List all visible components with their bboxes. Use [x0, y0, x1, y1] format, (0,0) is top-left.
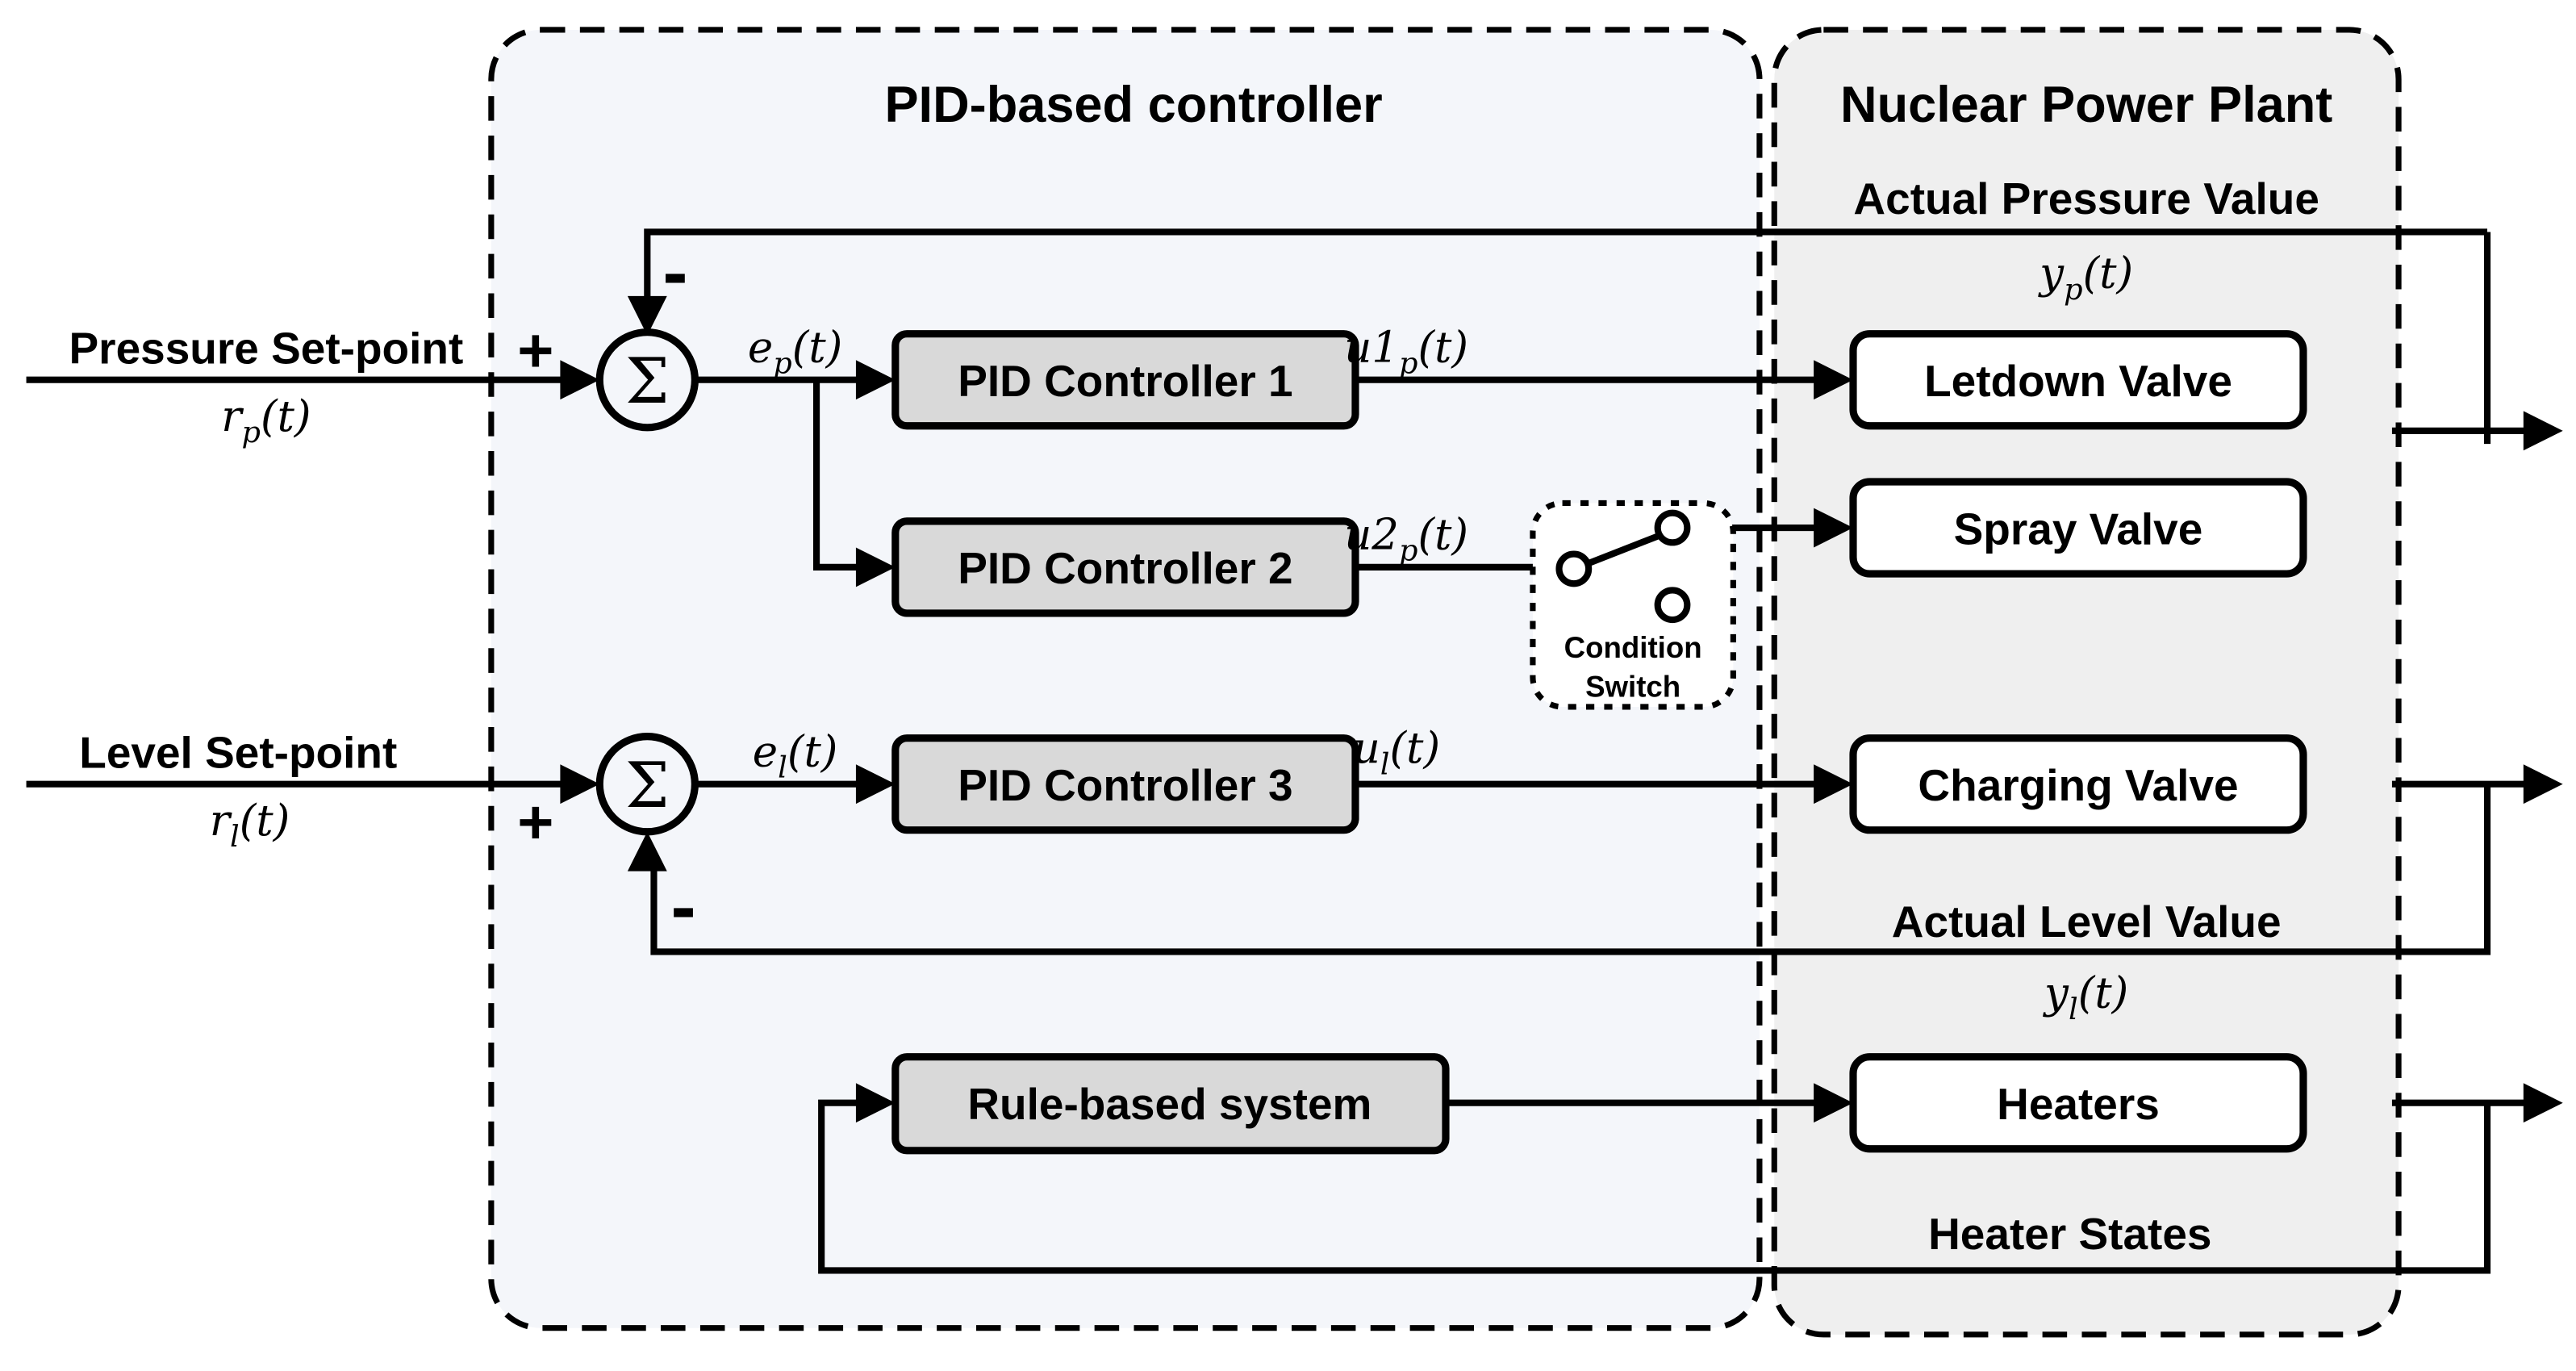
- u1p-signal-label: u1p(t): [1344, 323, 1468, 380]
- sigma-symbol-pressure: Σ: [625, 345, 670, 418]
- charging-rect: [1849, 734, 2307, 834]
- arrowhead-into-pid3: [855, 764, 896, 805]
- heaters-rect: [1849, 1053, 2307, 1153]
- charging-valve-block: Charging Valve: [1849, 734, 2307, 834]
- plus-sign-level: +: [517, 788, 553, 857]
- pid1-rect: [891, 330, 1359, 430]
- switch-arm: [1585, 531, 1664, 567]
- level-setpoint-label: Level Set-point: [79, 727, 397, 777]
- switch-upper-node: [1654, 509, 1691, 546]
- minus-sign-pressure: -: [662, 229, 687, 314]
- spray-label: Spray Valve: [1954, 504, 2203, 554]
- arrowhead-into-spray: [1814, 508, 1854, 548]
- controller-title: PID-based controller: [884, 77, 1382, 133]
- arrowhead-into-pid2: [855, 547, 896, 587]
- arrowhead-into-sum1: [560, 360, 600, 400]
- arrowhead-into-sum2: [560, 764, 600, 805]
- pid-controller-container: [488, 27, 1763, 1331]
- yp-signal-label: yp(t): [2038, 249, 2133, 307]
- yl-signal-label: yl(t): [2043, 969, 2128, 1026]
- plus-sign-pressure: +: [517, 316, 553, 386]
- pressure-feedback-wire: [644, 228, 2488, 299]
- arrowhead-into-charging: [1814, 764, 1854, 805]
- plant-title: Nuclear Power Plant: [1840, 77, 2332, 133]
- ep-branch-wire: [812, 379, 860, 571]
- letdown-valve-block: Letdown Valve: [1849, 330, 2307, 430]
- arrowhead-into-rule: [855, 1083, 896, 1123]
- arrowheads: [560, 295, 2563, 1123]
- switch-label-line2: Switch: [1585, 671, 1680, 704]
- pid-controller-2-block: PID Controller 2: [891, 517, 1359, 617]
- pid3-label: PID Controller 3: [958, 760, 1292, 810]
- pid1-label: PID Controller 1: [958, 356, 1292, 406]
- arrowhead-feedback-sum1: [627, 295, 667, 336]
- switch-label-line1: Condition: [1564, 631, 1702, 664]
- switch-input-node: [1555, 550, 1593, 587]
- spray-rect: [1849, 478, 2307, 578]
- rule-label: Rule-based system: [967, 1079, 1372, 1129]
- wires: [26, 228, 2527, 1274]
- heater-states-label: Heater States: [1928, 1209, 2211, 1259]
- arrowhead-heater-exit: [2523, 1083, 2563, 1123]
- letdown-label: Letdown Valve: [1924, 356, 2232, 406]
- pid-controller-3-block: PID Controller 3: [891, 734, 1359, 834]
- ep-signal-label: ep(t): [748, 323, 842, 380]
- rule-based-system-block: Rule-based system: [891, 1053, 1450, 1155]
- arrowhead-pressure-exit: [2523, 411, 2563, 451]
- actual-pressure-label: Actual Pressure Value: [1853, 173, 2319, 224]
- level-setpoint-signal: rl(t): [210, 796, 290, 854]
- actual-level-label: Actual Level Value: [1892, 897, 2282, 947]
- arrowhead-into-letdown: [1814, 360, 1854, 400]
- sum-junction-level: Σ + -: [517, 733, 699, 948]
- pid3-rect: [891, 734, 1359, 834]
- pressure-setpoint-label: Pressure Set-point: [69, 323, 464, 373]
- letdown-rect: [1849, 330, 2307, 430]
- condition-switch: Condition Switch: [1530, 499, 1736, 710]
- pid-controller-1-block: PID Controller 1: [891, 330, 1359, 430]
- pid2-label: PID Controller 2: [958, 543, 1292, 593]
- el-signal-label: el(t): [753, 727, 838, 784]
- arrowhead-feedback-sum2: [627, 831, 667, 872]
- heater-feedback-wire: [818, 1099, 2491, 1274]
- pid2-rect: [891, 517, 1359, 617]
- u2p-signal-label: u2p(t): [1344, 510, 1468, 567]
- switch-lower-node: [1654, 587, 1691, 624]
- heaters-label: Heaters: [1997, 1079, 2160, 1129]
- arrowhead-into-pid1: [855, 360, 896, 400]
- arrowhead-level-exit: [2523, 764, 2563, 805]
- rule-rect: [891, 1053, 1450, 1155]
- heaters-block: Heaters: [1849, 1053, 2307, 1153]
- level-feedback-wire: [650, 784, 2491, 955]
- ul-signal-label: ul(t): [1353, 724, 1440, 781]
- arrowhead-into-heaters: [1814, 1083, 1854, 1123]
- spray-valve-block: Spray Valve: [1849, 478, 2307, 578]
- sum-circle-pressure: [595, 328, 699, 432]
- minus-sign-level: -: [671, 863, 696, 948]
- sum-junction-pressure: Σ + -: [517, 229, 699, 432]
- pressure-setpoint-signal: rp(t): [221, 392, 311, 449]
- charging-label: Charging Valve: [1918, 760, 2238, 810]
- sigma-symbol-level: Σ: [625, 750, 670, 822]
- sum-circle-level: [595, 733, 699, 836]
